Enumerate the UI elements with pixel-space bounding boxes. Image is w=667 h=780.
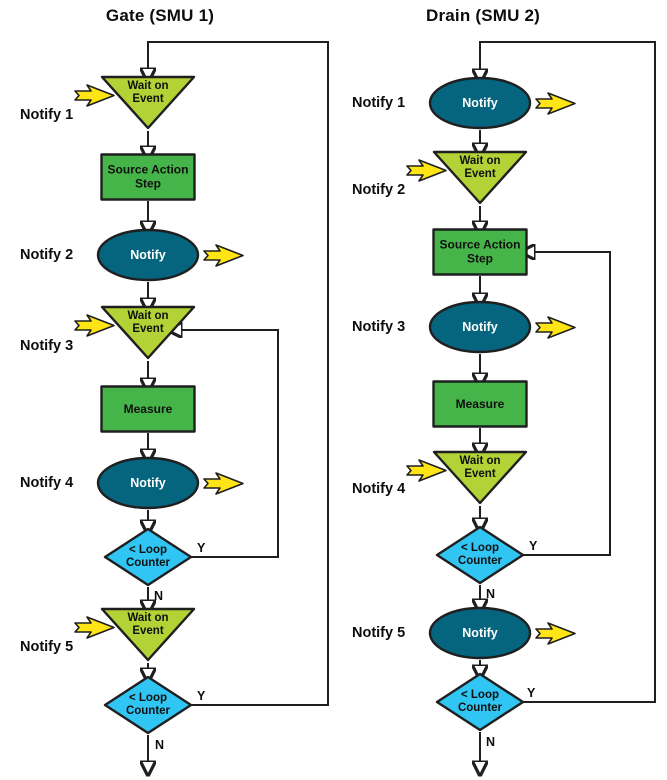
wait-triangle-shape: [432, 150, 528, 205]
node-label: < Loop Counter: [457, 541, 503, 567]
drain-notify-node-5: Notify: [428, 606, 532, 660]
wait-triangle-shape: [100, 305, 196, 360]
notify-ellipse-shape: [428, 76, 532, 130]
action-rect-shape: [432, 380, 528, 428]
node-label: Wait on Event: [127, 80, 169, 106]
lightning-bolt-icon: [534, 316, 578, 339]
drain-outer-loop-connector: [480, 41, 656, 703]
node-label: Wait on Event: [127, 612, 169, 638]
lightning-bolt-icon: [73, 616, 117, 639]
action-rect-shape: [100, 385, 196, 433]
node-label: Source Action Step: [439, 237, 521, 266]
drain-wait-on-event-2: Wait on Event: [432, 150, 528, 206]
gate-branch-no-1: N: [154, 589, 164, 603]
decision-diamond-shape: [103, 527, 193, 587]
node-label: Measure: [455, 396, 505, 411]
drain-notify-label-5: Notify 5: [352, 625, 406, 641]
gate-notify-label-2: Notify 2: [20, 247, 74, 263]
drain-notify-label-1: Notify 1: [352, 95, 406, 111]
wait-triangle-shape: [432, 450, 528, 505]
gate-branch-yes-2: Y: [197, 689, 206, 703]
gate-measure: Measure: [100, 385, 196, 433]
gate-branch-yes-1: Y: [197, 541, 206, 555]
gate-notify-label-3: Notify 3: [20, 338, 74, 354]
node-label: Measure: [123, 401, 173, 416]
notify-ellipse-shape: [96, 228, 200, 282]
decision-diamond-shape: [103, 675, 193, 735]
lightning-bolt-icon: [534, 92, 578, 115]
drain-loop-counter-1: < Loop Counter: [435, 525, 525, 585]
gate-wait-on-event-5: Wait on Event: [100, 607, 196, 663]
gate-loop-counter-2: < Loop Counter: [103, 675, 193, 735]
lightning-bolt-icon: [534, 622, 578, 645]
node-label: < Loop Counter: [125, 691, 171, 717]
drain-column-title: Drain (SMU 2): [425, 6, 541, 25]
gate-notify-label-4: Notify 4: [20, 475, 74, 491]
node-label: Notify: [462, 320, 498, 334]
gate-notify-label-1: Notify 1: [20, 107, 74, 123]
lightning-bolt-icon: [73, 314, 117, 337]
node-label: Wait on Event: [127, 310, 169, 336]
lightning-bolt-icon: [202, 472, 246, 495]
drain-branch-yes-2: Y: [527, 686, 536, 700]
drain-notify-label-3: Notify 3: [352, 319, 406, 335]
drain-notify-label-2: Notify 2: [352, 182, 406, 198]
drain-loop-counter-2: < Loop Counter: [435, 672, 525, 732]
lightning-bolt-icon: [405, 459, 449, 482]
notify-ellipse-shape: [428, 300, 532, 354]
drain-source-action-step: Source Action Step: [432, 228, 528, 276]
node-label: Wait on Event: [459, 155, 501, 181]
decision-diamond-shape: [435, 525, 525, 585]
gate-source-action-step: Source Action Step: [100, 153, 196, 201]
node-label: Wait on Event: [459, 455, 501, 481]
node-label: Notify: [130, 476, 166, 490]
gate-inner-loop-connector: [181, 330, 279, 558]
node-label: Notify: [462, 626, 498, 640]
wait-triangle-shape: [100, 607, 196, 662]
drain-branch-no-2: N: [486, 735, 496, 749]
action-rect-shape: [432, 228, 528, 276]
gate-column-title: Gate (SMU 1): [105, 6, 215, 25]
wait-triangle-shape: [100, 75, 196, 130]
gate-notify-label-5: Notify 5: [20, 639, 74, 655]
drain-notify-node-3: Notify: [428, 300, 532, 354]
drain-wait-on-event-4: Wait on Event: [432, 450, 528, 506]
notify-ellipse-shape: [428, 606, 532, 660]
node-label: Notify: [130, 248, 166, 262]
drain-inner-loop-connector: [523, 252, 611, 556]
node-label: < Loop Counter: [125, 543, 171, 569]
lightning-bolt-icon: [73, 84, 117, 107]
decision-diamond-shape: [435, 672, 525, 732]
gate-outer-loop-connector: [148, 41, 329, 706]
lightning-bolt-icon: [405, 159, 449, 182]
action-rect-shape: [100, 153, 196, 201]
gate-loop-counter-1: < Loop Counter: [103, 527, 193, 587]
node-label: < Loop Counter: [457, 688, 503, 714]
gate-wait-on-event-1: Wait on Event: [100, 75, 196, 131]
drain-branch-yes-1: Y: [529, 539, 538, 553]
node-label: Source Action Step: [107, 162, 189, 191]
drain-measure: Measure: [432, 380, 528, 428]
node-label: Notify: [462, 96, 498, 110]
gate-notify-node-2: Notify: [96, 228, 200, 282]
drain-notify-node-1: Notify: [428, 76, 532, 130]
gate-branch-no-2: N: [155, 738, 165, 752]
drain-branch-no-1: N: [486, 587, 496, 601]
lightning-bolt-icon: [202, 244, 246, 267]
gate-notify-node-4: Notify: [96, 456, 200, 510]
drain-notify-label-4: Notify 4: [352, 481, 406, 497]
gate-wait-on-event-3: Wait on Event: [100, 305, 196, 361]
notify-ellipse-shape: [96, 456, 200, 510]
